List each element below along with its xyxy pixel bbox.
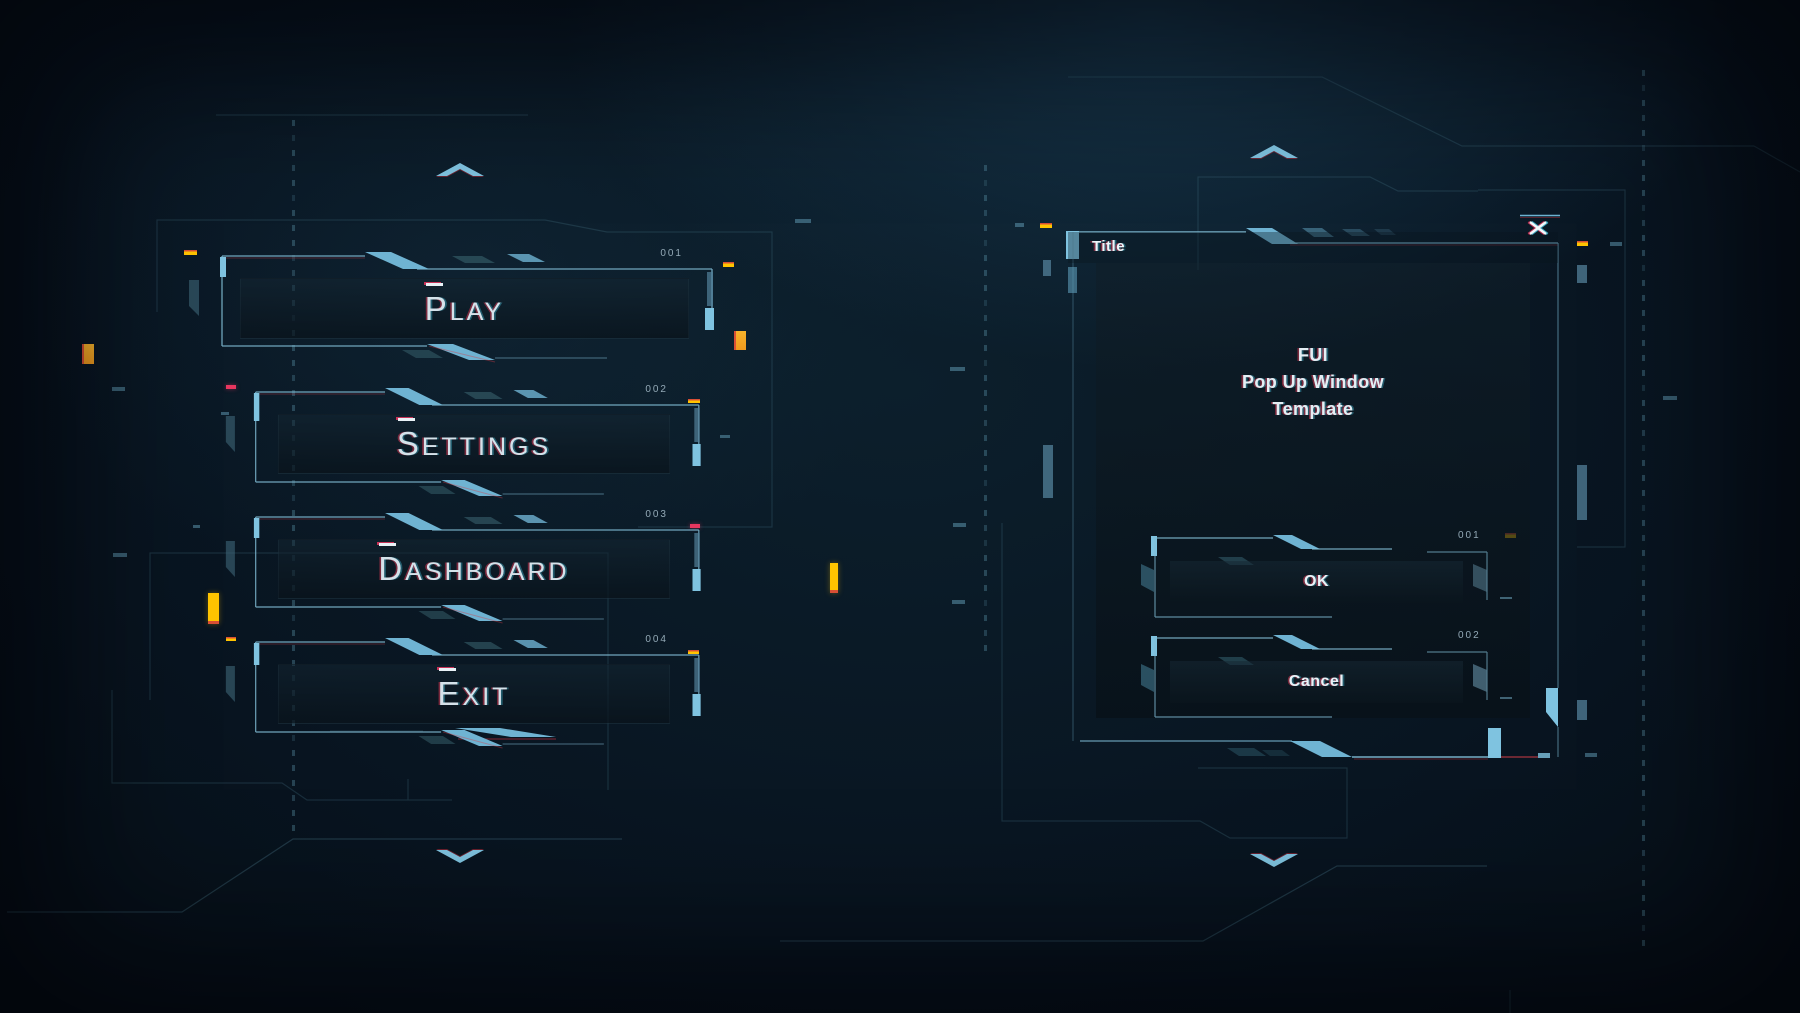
accent-dash (720, 435, 730, 438)
label-overline: DASHBOARD (378, 543, 570, 588)
cancel-button-label: Cancel (1288, 673, 1345, 690)
menu-button-face[interactable]: PLAY (240, 278, 689, 339)
cancel-button-number: 002 (1458, 630, 1481, 641)
menu-button-number: 001 (660, 248, 683, 259)
chevron-down-icon (436, 850, 484, 863)
menu-button-label: PLAY (424, 289, 505, 327)
menu-button-face[interactable]: EXIT (278, 664, 670, 724)
accent-dash (688, 650, 699, 654)
ok-button-label: OK (1304, 573, 1329, 590)
accent-dash (950, 367, 965, 371)
ok-button-number: 001 (1458, 530, 1481, 541)
accent-bar (208, 593, 219, 624)
accent-bar (82, 344, 94, 364)
chevron-up-icon (436, 163, 484, 176)
accent-dash (193, 525, 200, 528)
accent-bar (1043, 445, 1053, 498)
accent-dash (952, 600, 965, 604)
accent-dash (688, 399, 700, 403)
label-overline: PLAY (424, 282, 505, 328)
accent-dash (112, 387, 125, 391)
accent-bar (1577, 465, 1587, 520)
menu-button-label: EXIT (437, 675, 511, 712)
cancel-button[interactable]: Cancel 002 (1140, 624, 1520, 724)
accent-dash (226, 385, 236, 389)
accent-dash (723, 262, 734, 267)
accent-dash (184, 250, 197, 255)
fui-frame (225, 388, 701, 499)
accent-bar (734, 331, 746, 350)
accent-dash (226, 637, 236, 641)
menu-button-face[interactable]: SETTINGS (278, 414, 670, 474)
fui-frame (1141, 635, 1512, 718)
ok-button-face[interactable]: OK (1170, 561, 1463, 603)
menu-button-dashboard[interactable]: DASHBOARD 003 (225, 509, 701, 624)
menu-button-label: SETTINGS (396, 425, 552, 462)
ok-button[interactable]: OK 001 (1140, 524, 1520, 624)
accent-bar (1577, 265, 1587, 283)
accent-dash (1610, 242, 1622, 246)
accent-dash (953, 523, 966, 527)
accent-bar (1043, 260, 1051, 276)
accent-bar (1577, 700, 1587, 720)
x-icon (1527, 220, 1549, 236)
menu-button-exit[interactable]: EXIT 004 (225, 634, 701, 749)
menu-button-face[interactable]: DASHBOARD (278, 539, 670, 599)
close-button[interactable] (1518, 212, 1562, 238)
accent-dash (113, 553, 127, 557)
accent-dash (690, 524, 700, 528)
accent-bar (830, 563, 838, 593)
menu-button-number: 004 (645, 634, 668, 645)
menu-button-play[interactable]: PLAY 001 (189, 248, 714, 363)
accent-dash (1663, 396, 1677, 400)
accent-dash (221, 412, 229, 415)
cancel-button-face[interactable]: Cancel (1170, 661, 1463, 703)
fui-frame (225, 513, 701, 624)
chevron-up-icon (1250, 145, 1298, 158)
accent-dash (1015, 223, 1024, 227)
fui-frame (225, 638, 701, 749)
menu-button-number: 003 (645, 509, 668, 520)
accent-dash (795, 219, 811, 223)
fui-frame (189, 252, 714, 363)
chevron-down-icon (1250, 854, 1298, 867)
accent-dash (1040, 223, 1052, 228)
menu-button-label: DASHBOARD (378, 550, 570, 587)
menu-button-settings[interactable]: SETTINGS 002 (225, 384, 701, 499)
accent-dash (1577, 241, 1588, 246)
label-overline: SETTINGS (396, 418, 552, 463)
label-overline: EXIT (437, 668, 511, 713)
menu-button-number: 002 (645, 384, 668, 395)
accent-dash (1585, 753, 1597, 757)
